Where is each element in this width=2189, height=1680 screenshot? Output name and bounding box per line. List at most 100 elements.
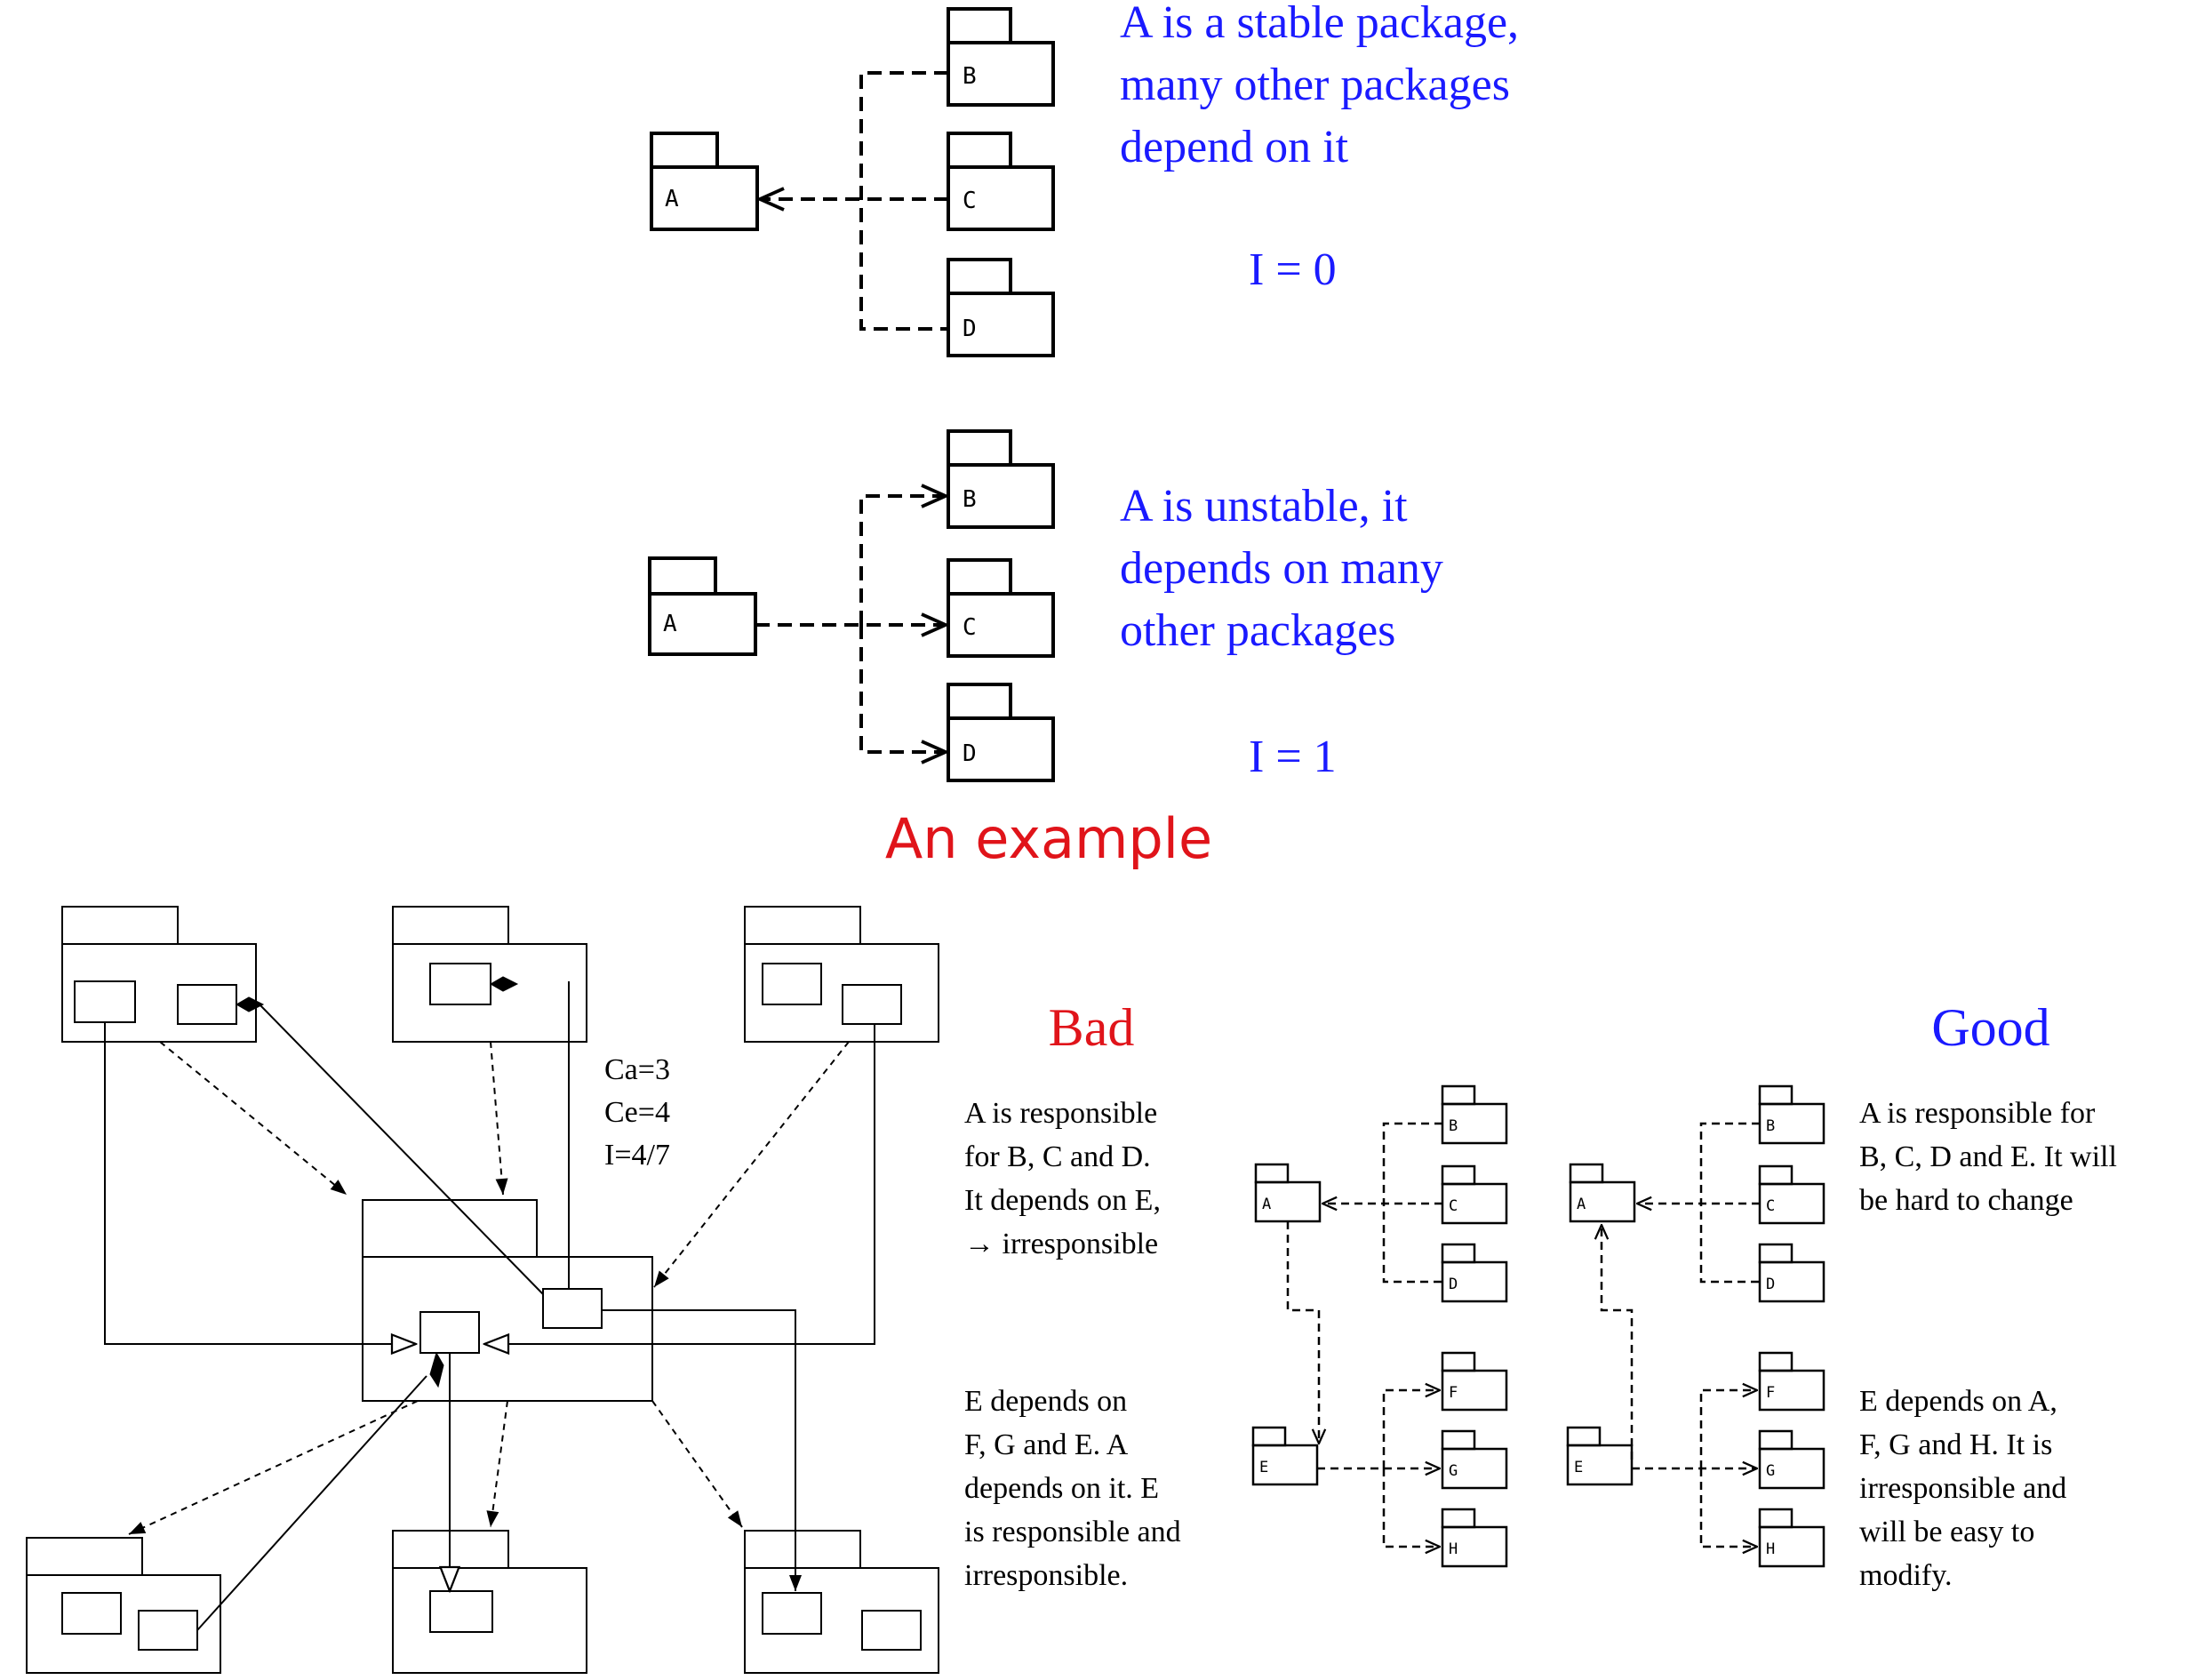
unstable-caption-line-2: depends on many xyxy=(1120,543,1443,594)
example-package-bottom-left xyxy=(26,1537,221,1674)
example-metric-ce: Ce=4 xyxy=(604,1096,670,1129)
example-solid-associations xyxy=(104,981,875,1631)
example-package-bottom-middle xyxy=(392,1530,587,1674)
bad-label-f: F xyxy=(1449,1384,1458,1402)
good-text-2-line-4: will be easy to xyxy=(1859,1516,2034,1548)
good-text-2: E depends on A, F, G and H. It is irresp… xyxy=(1859,1385,2066,1592)
good-label-d: D xyxy=(1766,1276,1775,1293)
good-label-a: A xyxy=(1577,1196,1586,1213)
bad-section: Bad A is responsible for B, C and D. It … xyxy=(964,998,1508,1592)
example-metric-i: I=4/7 xyxy=(604,1139,670,1172)
stable-package-a xyxy=(650,132,759,231)
stable-caption: A is a stable package, many other packag… xyxy=(1120,0,1519,172)
good-label-c: C xyxy=(1766,1197,1775,1215)
example-package-center xyxy=(362,1199,653,1402)
bad-package-d xyxy=(1441,1243,1508,1303)
bad-text-2-line-5: irresponsible. xyxy=(964,1559,1128,1592)
good-package-e xyxy=(1566,1426,1634,1486)
unstable-package-b xyxy=(947,429,1055,529)
unstable-package-d-label: D xyxy=(963,740,977,767)
example-metric-ca: Ca=3 xyxy=(604,1053,670,1086)
stable-caption-line-1: A is a stable package, xyxy=(1120,0,1519,48)
unstable-package-c-label: C xyxy=(963,614,977,641)
good-title: Good xyxy=(1931,998,2049,1057)
bad-text-2-line-4: is responsible and xyxy=(964,1516,1181,1548)
bad-text-2-line-3: depends on it. E xyxy=(964,1472,1159,1505)
bad-package-g xyxy=(1441,1429,1508,1490)
good-package-g xyxy=(1758,1429,1825,1490)
good-label-g: G xyxy=(1766,1462,1775,1480)
stable-caption-line-3: depend on it xyxy=(1120,122,1349,172)
bad-package-f xyxy=(1441,1351,1508,1412)
good-label-b: B xyxy=(1766,1117,1775,1135)
example-package-top-middle xyxy=(392,906,587,1043)
bad-dependency-arrows xyxy=(1286,1122,1442,1547)
bad-label-g: G xyxy=(1449,1462,1458,1480)
bad-text-2: E depends on F, G and E. A depends on it… xyxy=(964,1385,1181,1592)
example-dotted-dependencies xyxy=(128,1041,850,1535)
good-text-2-line-5: modify. xyxy=(1859,1559,1953,1592)
bad-label-e: E xyxy=(1259,1459,1268,1476)
stable-package-b-label: B xyxy=(963,63,977,90)
stable-package-d xyxy=(947,258,1055,357)
bad-label-c: C xyxy=(1449,1197,1458,1215)
good-dependency-arrows xyxy=(1602,1122,1760,1547)
unstable-dependency-arrows xyxy=(755,496,946,752)
example-metrics: Ca=3 Ce=4 I=4/7 xyxy=(604,1053,670,1172)
good-text-1: A is responsible for B, C, D and E. It w… xyxy=(1859,1097,2117,1217)
unstable-package-a xyxy=(648,556,757,656)
example-uml-diagram: Ca=3 Ce=4 I=4/7 xyxy=(26,906,939,1674)
good-text-1-line-3: be hard to change xyxy=(1859,1184,2073,1217)
good-section: Good A is responsible for B, C, D and E.… xyxy=(1566,998,2117,1592)
unstable-package-d xyxy=(947,683,1055,782)
bad-package-h xyxy=(1441,1508,1508,1568)
stable-package-diagram: A B C D A is a stable package, many othe… xyxy=(650,0,1519,357)
unstable-caption-line-3: other packages xyxy=(1120,605,1395,656)
bad-title: Bad xyxy=(1049,998,1135,1057)
bad-text-1-line-1: A is responsible xyxy=(964,1097,1157,1130)
example-package-top-right xyxy=(744,906,939,1043)
stable-package-c-label: C xyxy=(963,188,977,214)
good-text-2-line-2: F, G and H. It is xyxy=(1859,1428,2052,1461)
good-package-a xyxy=(1569,1163,1636,1223)
stable-caption-line-2: many other packages xyxy=(1120,60,1510,110)
example-heading: An example xyxy=(885,806,1212,871)
good-package-d xyxy=(1758,1243,1825,1303)
good-package-f xyxy=(1758,1351,1825,1412)
bad-text-2-line-2: F, G and E. A xyxy=(964,1428,1129,1461)
good-text-1-line-2: B, C, D and E. It will xyxy=(1859,1140,2117,1173)
good-package-labels: A B C D E F G H xyxy=(1574,1117,1775,1558)
bad-text-2-line-1: E depends on xyxy=(964,1385,1127,1418)
example-composition-diamonds xyxy=(235,976,519,1388)
unstable-package-b-label: B xyxy=(963,486,977,513)
example-package-bottom-right xyxy=(744,1530,939,1674)
stable-dependency-arrows xyxy=(760,71,948,331)
bad-label-a: A xyxy=(1262,1196,1271,1213)
unstable-package-c xyxy=(947,558,1055,658)
example-package-top-left xyxy=(61,906,257,1043)
stable-package-d-label: D xyxy=(963,316,977,342)
stable-package-b xyxy=(947,7,1055,107)
bad-label-d: D xyxy=(1449,1276,1458,1293)
unstable-package-a-label: A xyxy=(663,611,677,637)
bad-text-1-line-2: for B, C and D. xyxy=(964,1140,1151,1173)
bad-text-1: A is responsible for B, C and D. It depe… xyxy=(964,1097,1161,1260)
bad-package-e xyxy=(1251,1426,1319,1486)
bad-label-h: H xyxy=(1449,1540,1458,1558)
unstable-caption-line-1: A is unstable, it xyxy=(1120,481,1408,532)
unstable-caption: A is unstable, it depends on many other … xyxy=(1120,481,1443,656)
good-text-1-line-1: A is responsible for xyxy=(1859,1097,2096,1130)
unstable-package-diagram: A B C D A is unstable, it depends on man… xyxy=(648,429,1443,782)
good-label-f: F xyxy=(1766,1384,1775,1402)
unstable-instability-value: I = 1 xyxy=(1249,732,1337,782)
good-text-2-line-1: E depends on A, xyxy=(1859,1385,2057,1418)
bad-text-1-line-3: It depends on E, xyxy=(964,1184,1161,1217)
stable-instability-value: I = 0 xyxy=(1249,244,1337,295)
good-label-e: E xyxy=(1574,1459,1583,1476)
bad-text-1-line-4: → irresponsible xyxy=(964,1228,1158,1260)
bad-package-labels: A B C D E F G H xyxy=(1259,1117,1458,1558)
good-package-h xyxy=(1758,1508,1825,1568)
stable-package-c xyxy=(947,132,1055,231)
bad-label-b: B xyxy=(1449,1117,1458,1135)
